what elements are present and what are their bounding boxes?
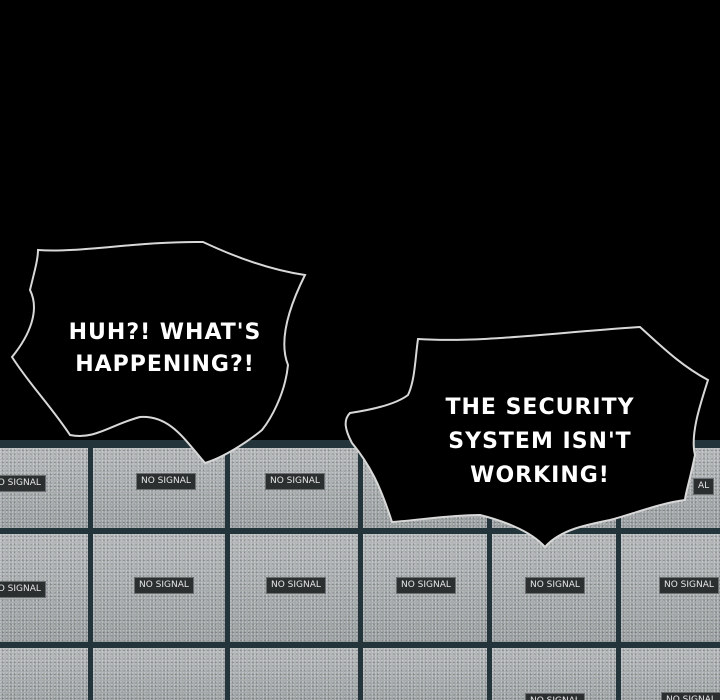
monitor-screen: NO SIGNAL [230, 448, 358, 528]
no-signal-label: NO SIGNAL [396, 577, 456, 594]
speech-line: THE SECURITY [445, 395, 635, 420]
speech-text-right: THE SECURITY SYSTEM ISN'T WORKING! [410, 391, 670, 493]
speech-text-left: HUH?! WHAT'S HAPPENING?! [40, 317, 290, 381]
burst-bubble-shape [10, 240, 307, 465]
no-signal-label: NO SIGNAL [525, 693, 585, 700]
monitor-screen: NO SIGNAL [621, 648, 720, 700]
speech-bubble-right: THE SECURITY SYSTEM ISN'T WORKING! [340, 325, 720, 555]
speech-line: HUH?! WHAT'S [68, 320, 262, 345]
monitor-screen: NO SIGNAL [93, 448, 225, 528]
monitor-screen: NO SIGNAL [230, 534, 358, 642]
no-signal-label: AL [693, 478, 715, 495]
monitor-screen: NO SIGNAL [363, 534, 487, 642]
no-signal-label: NO SIGNAL [134, 577, 194, 594]
speech-line: SYSTEM ISN'T [448, 429, 632, 454]
monitor-screen: NO SIGNAL [93, 534, 225, 642]
burst-bubble-shape [344, 325, 710, 549]
speech-line: HAPPENING?! [75, 352, 255, 377]
monitor-screen: NO SIGNAL [0, 534, 88, 642]
no-signal-label: NO SIGNAL [136, 473, 196, 490]
no-signal-label: NO SIGNAL [265, 473, 325, 490]
no-signal-label: NO SIGNAL [661, 692, 720, 700]
monitor-screen: NO SIGNAL [0, 448, 88, 528]
no-signal-label: NO SIGNAL [525, 577, 585, 594]
monitor-screen: NO SIGNAL [621, 534, 720, 642]
monitor-screen [363, 648, 487, 700]
speech-line: WORKING! [470, 463, 610, 488]
no-signal-label: NO SIGNAL [0, 475, 46, 492]
monitor-screen [93, 648, 225, 700]
speech-bubble-left: HUH?! WHAT'S HAPPENING?! [0, 235, 320, 470]
monitor-screen: NO SIGNAL [492, 648, 616, 700]
no-signal-label: NO SIGNAL [266, 577, 326, 594]
no-signal-label: NO SIGNAL [0, 581, 46, 598]
no-signal-label: NO SIGNAL [659, 577, 719, 594]
security-monitor-wall: NO SIGNAL NO SIGNAL NO SIGNAL AL NO SIGN… [0, 440, 720, 700]
monitor-screen [230, 648, 358, 700]
monitor-screen [0, 648, 88, 700]
monitor-screen: NO SIGNAL [492, 534, 616, 642]
